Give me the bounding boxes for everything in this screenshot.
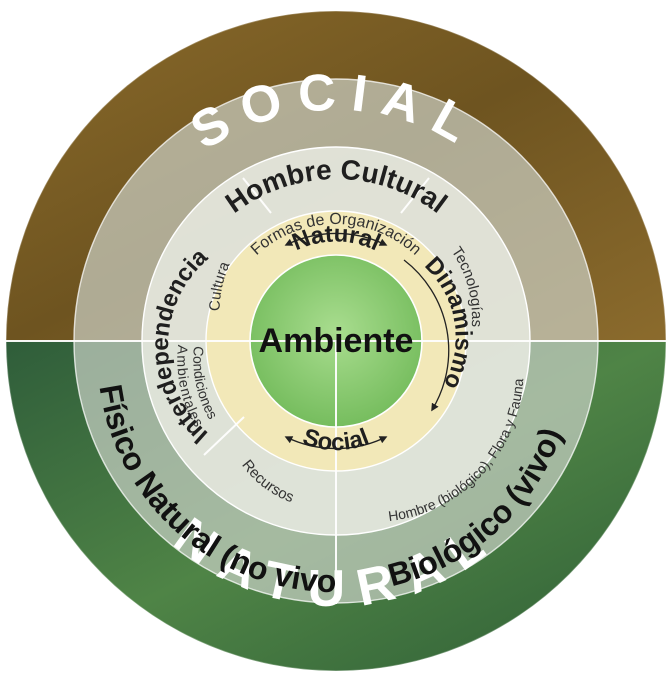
section-dividers xyxy=(6,177,666,604)
arrows xyxy=(284,232,450,450)
center-title: Ambiente xyxy=(259,322,414,360)
